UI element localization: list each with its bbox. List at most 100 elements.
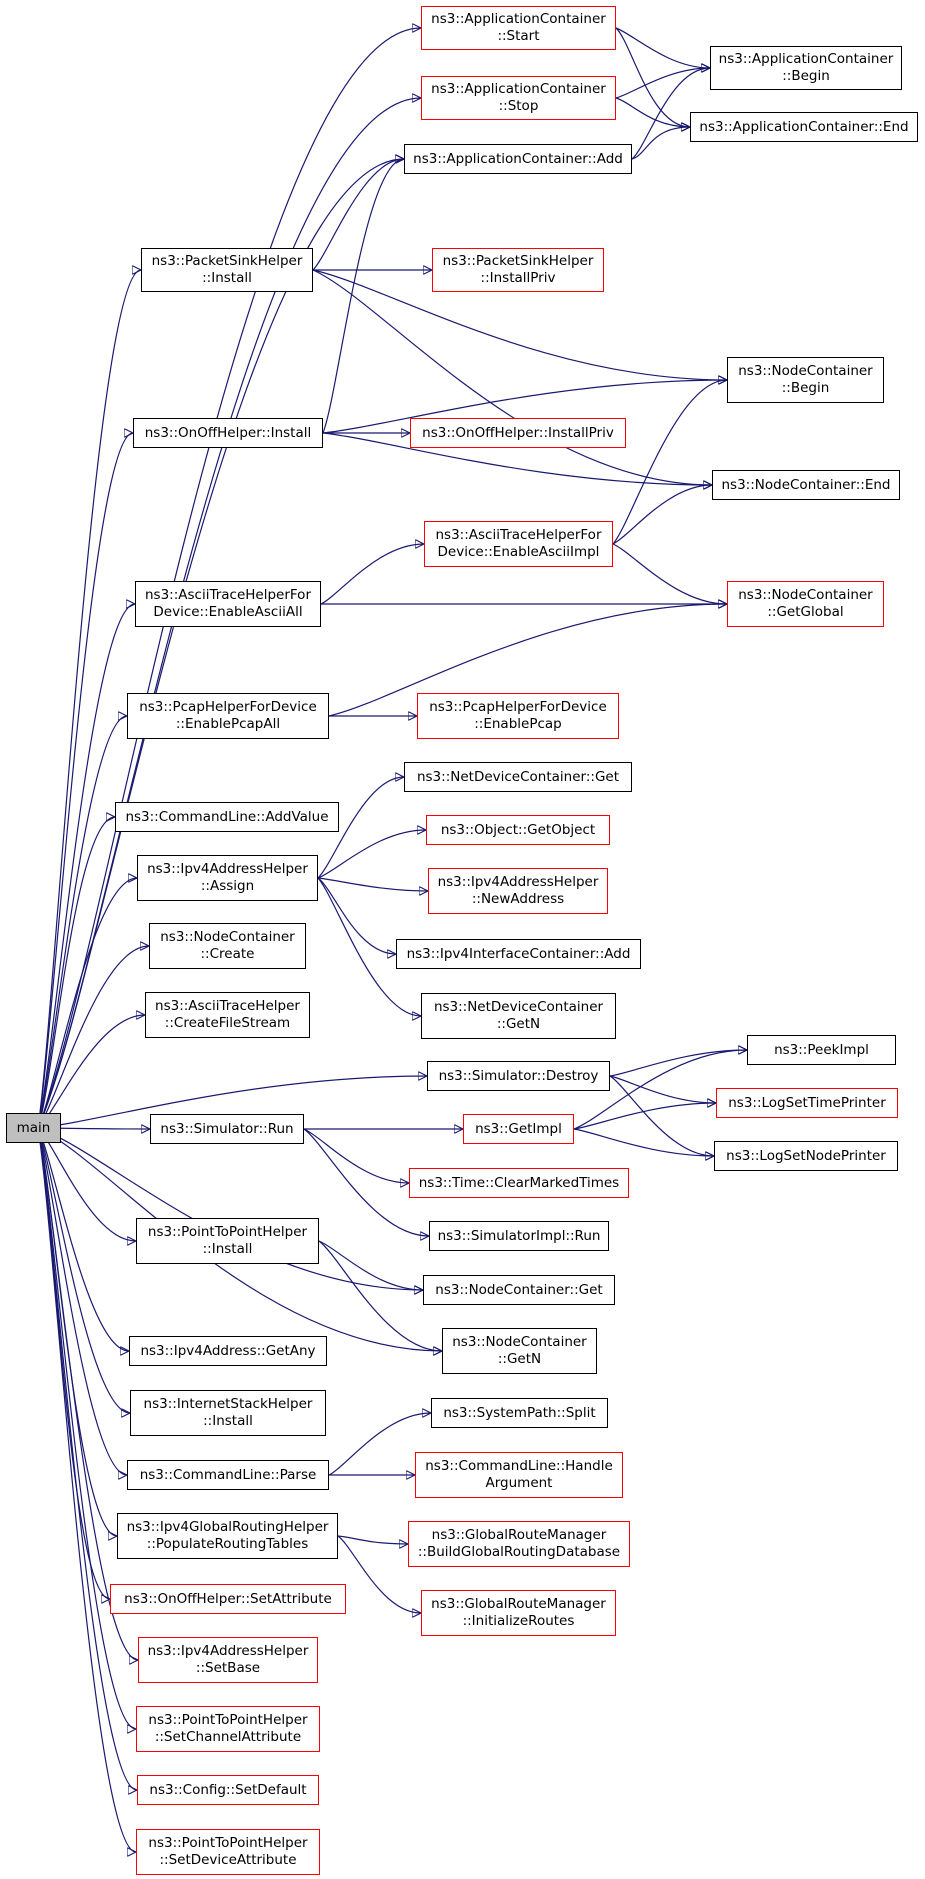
node-nc-end[interactable]: ns3::NodeContainer::End <box>712 470 900 500</box>
edge-athd-enable-ascii-impl-to-nc-begin <box>612 380 727 545</box>
edge-phd-enable-pcap-all-to-nc-get-global <box>328 604 727 717</box>
node-ipv4ah-set-base[interactable]: ns3::Ipv4AddressHelper ::SetBase <box>138 1637 318 1683</box>
edge-sim-destroy-to-log-set-node-printer <box>609 1075 714 1156</box>
node-ac-stop[interactable]: ns3::ApplicationContainer ::Stop <box>421 76 616 120</box>
edge-sim-get-impl-to-sim-peek-impl <box>573 1050 747 1130</box>
node-sp-split[interactable]: ns3::SystemPath::Split <box>431 1398 608 1428</box>
node-nc-begin[interactable]: ns3::NodeContainer ::Begin <box>727 357 884 403</box>
edge-sim-destroy-to-sim-peek-impl <box>609 1050 747 1077</box>
edge-ac-stop-to-ac-end <box>615 97 690 127</box>
edge-oo-install-to-ac-add <box>322 159 405 434</box>
edge-main-to-nc-create <box>37 946 149 1129</box>
node-nc-create[interactable]: ns3::NodeContainer ::Create <box>149 923 306 969</box>
edge-ipv4ah-assign-to-ndc-get-n <box>317 877 421 1016</box>
node-log-set-node-printer[interactable]: ns3::LogSetNodePrinter <box>714 1141 898 1171</box>
node-p2p-install[interactable]: ns3::PointToPointHelper ::Install <box>136 1218 319 1264</box>
node-ps-install-priv[interactable]: ns3::PacketSinkHelper ::InstallPriv <box>432 248 604 292</box>
node-phd-enable-pcap-all[interactable]: ns3::PcapHelperForDevice ::EnablePcapAll <box>127 693 329 739</box>
edge-ac-start-to-ac-begin <box>615 27 710 68</box>
edge-ac-add-to-ac-end <box>631 127 690 160</box>
edge-ac-add-to-ac-begin <box>631 68 710 160</box>
node-ish-install[interactable]: ns3::InternetStackHelper ::Install <box>130 1390 326 1436</box>
edge-sim-run-to-sim-impl-run <box>303 1128 429 1236</box>
edge-p2p-install-to-nc-get-n <box>318 1240 442 1351</box>
node-ipv4-get-any[interactable]: ns3::Ipv4Address::GetAny <box>129 1336 327 1366</box>
node-ndc-get-n[interactable]: ns3::NetDeviceContainer ::GetN <box>421 993 616 1039</box>
node-ipv4ah-new-address[interactable]: ns3::Ipv4AddressHelper ::NewAddress <box>428 868 608 914</box>
edge-ipv4ah-assign-to-ndc-get <box>317 777 404 879</box>
edge-main-to-athd-enable-ascii-all <box>37 604 136 1129</box>
edge-ipv4ah-assign-to-ipv4ic-add <box>317 877 396 954</box>
edge-main-to-p2p-set-channel-attribute <box>37 1127 137 1729</box>
node-ipv4grh-populate[interactable]: ns3::Ipv4GlobalRoutingHelper ::PopulateR… <box>117 1513 338 1559</box>
node-cl-add-value[interactable]: ns3::CommandLine::AddValue <box>115 802 339 832</box>
edge-main-to-cl-add-value <box>37 817 116 1129</box>
node-sim-impl-run[interactable]: ns3::SimulatorImpl::Run <box>429 1221 609 1251</box>
edge-main-to-sim-destroy <box>37 1076 427 1129</box>
edge-main-to-ac-add <box>37 159 404 1129</box>
edge-main-to-ish-install <box>37 1127 131 1413</box>
edge-athd-enable-ascii-impl-to-nc-get-global <box>612 543 727 604</box>
node-sim-peek-impl[interactable]: ns3::PeekImpl <box>747 1035 896 1065</box>
edge-main-to-p2p-set-device-attribute <box>37 1127 137 1852</box>
edge-p2p-install-to-nc-get <box>318 1240 423 1290</box>
edge-ac-start-to-ac-end <box>615 27 690 127</box>
edge-ps-install-to-nc-end <box>312 269 712 485</box>
node-ndc-get[interactable]: ns3::NetDeviceContainer::Get <box>404 762 632 792</box>
edge-main-to-cfg-set-default <box>37 1127 138 1790</box>
edge-main-to-nc-get <box>37 1127 423 1290</box>
node-cfg-set-default[interactable]: ns3::Config::SetDefault <box>137 1775 319 1805</box>
node-sim-run[interactable]: ns3::Simulator::Run <box>150 1114 304 1144</box>
node-sim-destroy[interactable]: ns3::Simulator::Destroy <box>427 1061 610 1091</box>
edge-ac-stop-to-ac-begin <box>615 68 710 99</box>
edge-athd-enable-ascii-all-to-athd-enable-ascii-impl <box>320 544 424 605</box>
edge-main-to-ipv4ah-assign <box>37 878 137 1129</box>
node-p2p-set-device-attribute[interactable]: ns3::PointToPointHelper ::SetDeviceAttri… <box>136 1829 320 1875</box>
node-obj-get-object[interactable]: ns3::Object::GetObject <box>426 815 610 845</box>
node-nc-get[interactable]: ns3::NodeContainer::Get <box>423 1275 615 1305</box>
edge-oo-install-to-nc-begin <box>322 380 727 434</box>
edge-main-to-oo-install <box>37 433 134 1129</box>
node-ac-end[interactable]: ns3::ApplicationContainer::End <box>690 112 918 142</box>
node-ath-create-file-stream[interactable]: ns3::AsciiTraceHelper ::CreateFileStream <box>145 992 310 1038</box>
node-p2p-set-channel-attribute[interactable]: ns3::PointToPointHelper ::SetChannelAttr… <box>136 1706 320 1752</box>
node-sim-get-impl[interactable]: ns3::GetImpl <box>463 1114 574 1144</box>
edge-sim-run-to-time-clear-marked-times <box>303 1128 409 1183</box>
edge-ipv4grh-populate-to-grm-init-routes <box>337 1535 421 1613</box>
edge-ipv4ah-assign-to-obj-get-object <box>317 830 426 879</box>
edge-ps-install-to-ac-add <box>312 159 404 271</box>
node-oo-set-attribute[interactable]: ns3::OnOffHelper::SetAttribute <box>110 1584 346 1614</box>
node-nc-get-global[interactable]: ns3::NodeContainer ::GetGlobal <box>727 581 884 627</box>
node-ac-add[interactable]: ns3::ApplicationContainer::Add <box>404 144 632 174</box>
node-ipv4ah-assign[interactable]: ns3::Ipv4AddressHelper ::Assign <box>137 855 318 901</box>
node-oo-install-priv[interactable]: ns3::OnOffHelper::InstallPriv <box>410 418 626 448</box>
edge-sim-get-impl-to-log-set-node-printer <box>573 1128 714 1156</box>
node-athd-enable-ascii-impl[interactable]: ns3::AsciiTraceHelperFor Device::EnableA… <box>424 521 613 567</box>
node-time-clear-marked-times[interactable]: ns3::Time::ClearMarkedTimes <box>409 1168 629 1198</box>
edge-main-to-phd-enable-pcap-all <box>37 716 128 1129</box>
edge-main-to-ipv4-get-any <box>37 1127 130 1351</box>
edge-ipv4grh-populate-to-grm-build <box>337 1535 408 1544</box>
edge-sim-destroy-to-log-set-time-printer <box>609 1075 716 1103</box>
node-cl-parse[interactable]: ns3::CommandLine::Parse <box>127 1460 329 1490</box>
edge-main-to-ps-install <box>37 270 142 1129</box>
edge-main-to-ipv4ah-set-base <box>37 1127 139 1660</box>
node-nc-get-n[interactable]: ns3::NodeContainer ::GetN <box>442 1328 597 1374</box>
node-ipv4ic-add[interactable]: ns3::Ipv4InterfaceContainer::Add <box>396 939 641 969</box>
node-phd-enable-pcap[interactable]: ns3::PcapHelperForDevice ::EnablePcap <box>417 693 619 739</box>
edge-ps-install-to-nc-begin <box>312 269 727 380</box>
node-cl-handle-argument[interactable]: ns3::CommandLine::Handle Argument <box>415 1452 623 1498</box>
node-ac-start[interactable]: ns3::ApplicationContainer ::Start <box>421 6 616 50</box>
edge-main-to-ac-start <box>37 28 421 1129</box>
node-log-set-time-printer[interactable]: ns3::LogSetTimePrinter <box>716 1088 898 1118</box>
node-ps-install[interactable]: ns3::PacketSinkHelper ::Install <box>141 248 313 292</box>
edge-sim-get-impl-to-log-set-time-printer <box>573 1103 716 1130</box>
node-ac-begin[interactable]: ns3::ApplicationContainer ::Begin <box>710 46 902 90</box>
node-oo-install[interactable]: ns3::OnOffHelper::Install <box>133 418 323 448</box>
node-grm-init-routes[interactable]: ns3::GlobalRouteManager ::InitializeRout… <box>421 1590 616 1636</box>
root-node-main: main <box>6 1113 61 1143</box>
node-grm-build[interactable]: ns3::GlobalRouteManager ::BuildGlobalRou… <box>408 1521 630 1567</box>
edge-athd-enable-ascii-impl-to-nc-end <box>612 485 712 545</box>
node-athd-enable-ascii-all[interactable]: ns3::AsciiTraceHelperFor Device::EnableA… <box>135 581 321 627</box>
